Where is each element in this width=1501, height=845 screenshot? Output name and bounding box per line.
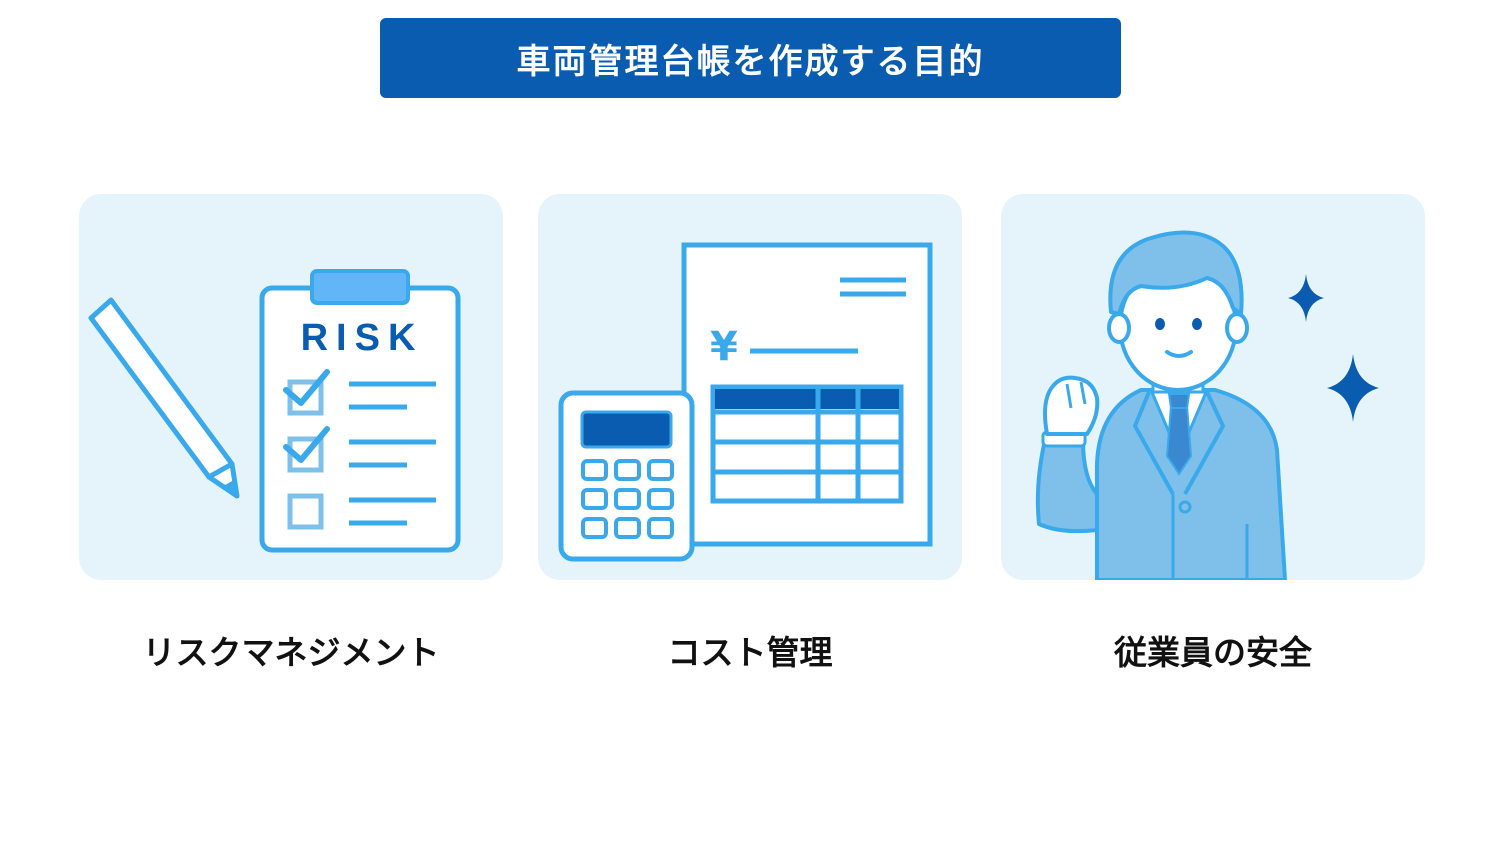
- checkbox-checked: [287, 436, 324, 473]
- card-employee-safety: [1001, 194, 1425, 580]
- label-employee-safety: 従業員の安全: [1114, 633, 1312, 672]
- page-title: 車両管理台帳を作成する目的: [516, 41, 985, 82]
- calculator-icon: [558, 390, 695, 562]
- clipboard-icon: RISK: [259, 269, 461, 553]
- invoice-calculator-illustration: ¥: [558, 242, 933, 562]
- clipboard-text: RISK: [301, 317, 424, 359]
- businessman-icon: [1035, 230, 1287, 580]
- invoice-icon: ¥: [681, 242, 933, 547]
- yen-symbol: ¥: [710, 324, 738, 370]
- pencil-icon: [88, 297, 240, 499]
- title-banner: 車両管理台帳を作成する目的: [380, 18, 1121, 98]
- checkmark-icon: [283, 369, 330, 406]
- card-cost-management: ¥: [538, 194, 962, 580]
- checkbox-empty: [287, 493, 324, 530]
- checkmark-icon: [283, 426, 330, 463]
- card-risk-management: RISK: [79, 194, 503, 580]
- label-risk-management: リスクマネジメント: [142, 633, 440, 672]
- sparkle-icon: [1327, 354, 1379, 422]
- businessman-illustration: [1035, 230, 1379, 580]
- label-cost-management: コスト管理: [667, 633, 833, 672]
- risk-checklist-illustration: RISK: [88, 269, 461, 553]
- sparkle-icon: [1288, 274, 1324, 322]
